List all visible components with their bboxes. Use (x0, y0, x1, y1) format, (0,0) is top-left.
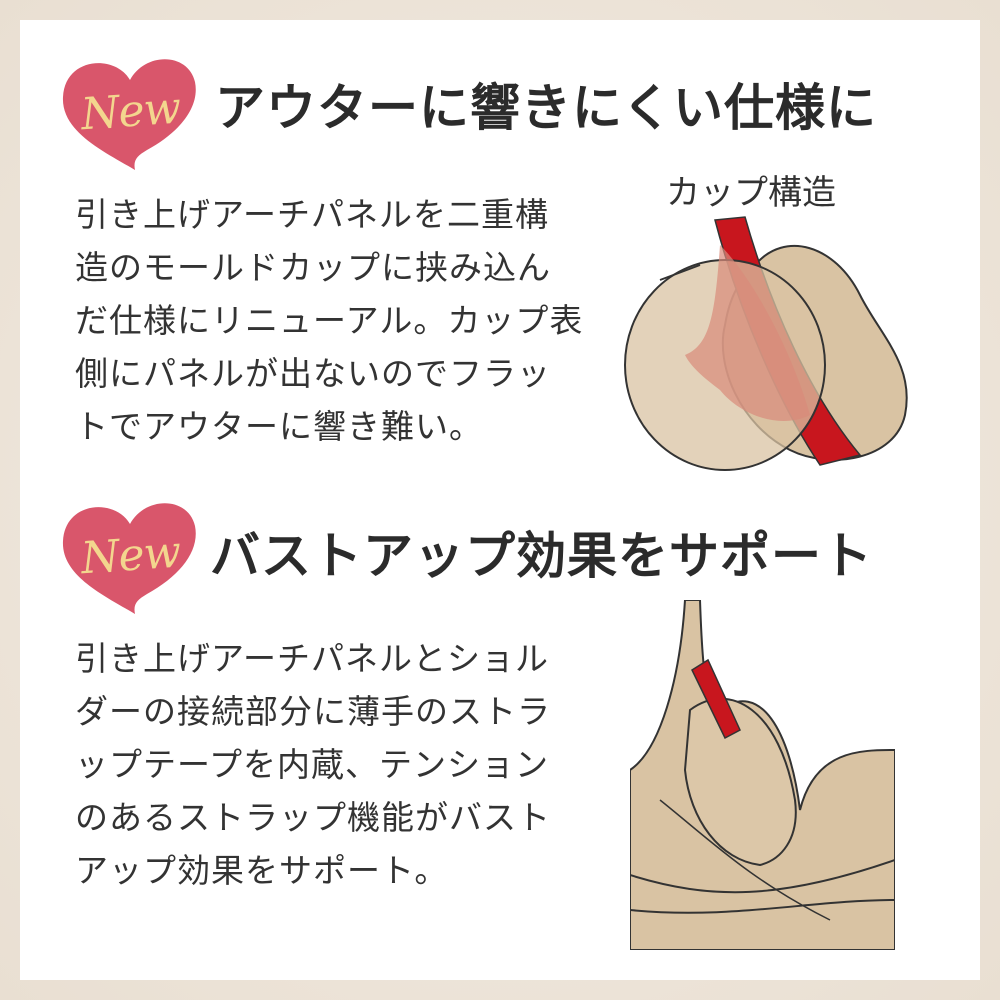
body-line: 引き上げアーチパネルを二重構 (75, 195, 550, 234)
heart-icon (62, 59, 196, 170)
bra-strap-illustration (630, 600, 895, 950)
section-body-bustup: 引き上げアーチパネルとショル ダーの接続部分に薄手のストラ ップテープを内蔵、テ… (75, 632, 551, 897)
section-heading-outer: アウターに響きにくい仕様に (215, 78, 877, 137)
heart-icon (62, 503, 196, 614)
body-line: アップ効果をサポート。 (75, 851, 449, 890)
new-badge-heart: New (55, 496, 205, 626)
body-line: ップテープを内蔵、テンション (75, 745, 550, 784)
body-line: 側にパネルが出ないのでフラッ (75, 354, 551, 393)
cup-structure-label: カップ構造 (666, 173, 836, 213)
section-heading-bustup: バストアップ効果をサポート (210, 526, 873, 585)
body-line: だ仕様にリニューアル。カップ表 (75, 301, 584, 340)
body-line: のあるストラップ機能がバスト (75, 798, 551, 837)
new-badge-text: New (79, 82, 182, 141)
body-line: 引き上げアーチパネルとショル (75, 639, 550, 678)
new-badge-text: New (79, 526, 182, 585)
body-line: ダーの接続部分に薄手のストラ (75, 692, 551, 731)
section-body-outer: 引き上げアーチパネルを二重構 造のモールドカップに挟み込ん だ仕様にリニューアル… (75, 188, 583, 453)
cup-structure-illustration (624, 216, 908, 471)
body-line: 造のモールドカップに挟み込ん (75, 248, 551, 287)
body-line: トでアウターに響き難い。 (75, 407, 483, 446)
new-badge-heart: New (55, 52, 205, 182)
